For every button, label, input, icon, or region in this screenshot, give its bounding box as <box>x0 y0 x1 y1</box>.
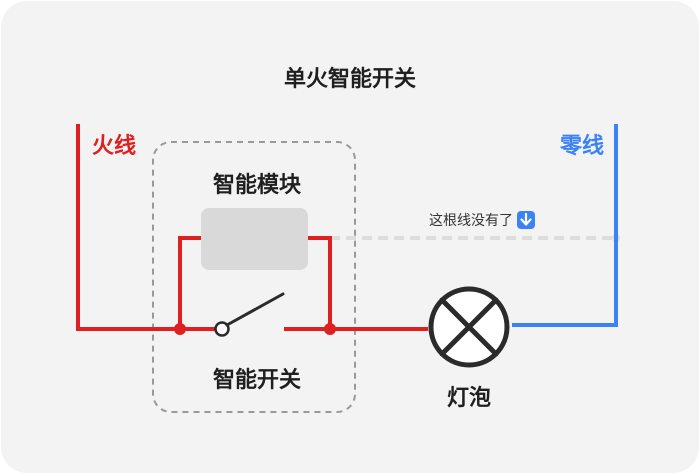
junction-left <box>174 323 186 335</box>
neutral-wire-label: 零线 <box>559 133 604 159</box>
missing-wire-note: 这根线没有了 <box>429 212 513 229</box>
smart-switch-enclosure <box>152 141 356 413</box>
bulb-label: 灯泡 <box>447 385 491 411</box>
smart-module-block <box>201 208 308 270</box>
switch-lever <box>225 292 285 327</box>
junction-right <box>324 323 336 335</box>
live-wire-label: 火线 <box>92 133 136 159</box>
bulb-icon <box>428 286 510 368</box>
switch-contact <box>214 321 230 337</box>
smart-module-label: 智能模块 <box>213 172 302 198</box>
down-arrow-emoji-icon <box>517 211 535 229</box>
diagram-title: 单火智能开关 <box>284 66 416 92</box>
neutral-wire <box>512 124 618 327</box>
smart-switch-label: 智能开关 <box>213 367 301 393</box>
